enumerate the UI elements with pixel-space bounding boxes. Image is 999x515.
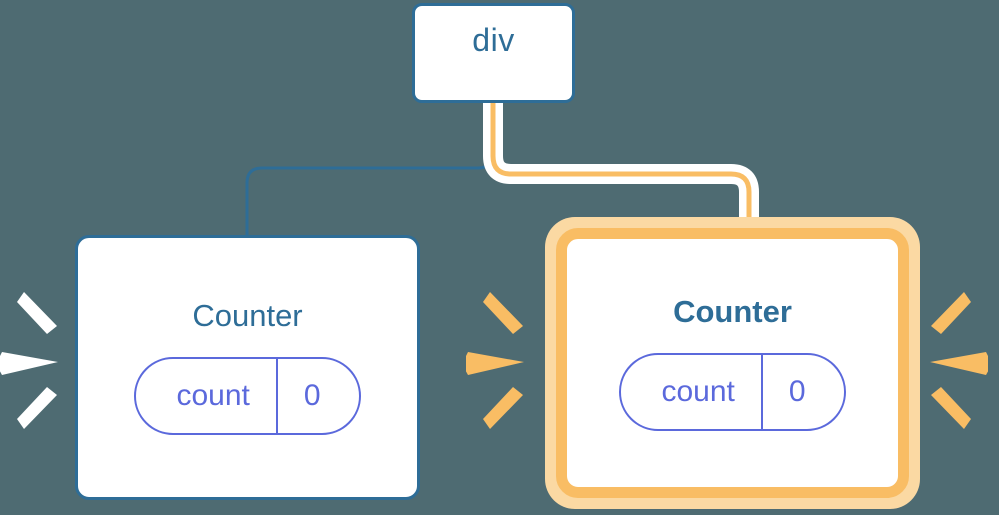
burst-rays-icon: [466, 292, 524, 429]
burst-ray: [483, 387, 523, 429]
prop-key: count: [176, 379, 250, 412]
node-counter-left[interactable]: Counter count 0: [75, 235, 420, 500]
node-counter-right[interactable]: Counter count 0: [556, 228, 909, 498]
prop-value: 0: [275, 359, 359, 433]
burst-ray: [466, 352, 524, 375]
burst-ray: [17, 387, 57, 429]
burst-rays-icon: [930, 292, 988, 429]
edge-div-counter-left: [245, 101, 495, 238]
burst-ray: [930, 352, 988, 375]
node-counter-right-label: Counter: [673, 293, 792, 329]
node-div-label: div: [472, 22, 515, 58]
prop-pill-counter-left: count 0: [134, 357, 361, 435]
burst-ray: [483, 292, 523, 334]
burst-ray: [931, 387, 971, 429]
node-div[interactable]: div: [412, 3, 575, 103]
prop-key: count: [661, 374, 735, 408]
prop-value: 0: [760, 354, 844, 429]
burst-rays-icon: [0, 292, 58, 429]
burst-ray: [0, 352, 58, 375]
node-counter-left-label: Counter: [192, 298, 303, 333]
burst-ray: [931, 292, 971, 334]
prop-pill-counter-right: count 0: [619, 352, 846, 431]
burst-ray: [17, 292, 57, 334]
